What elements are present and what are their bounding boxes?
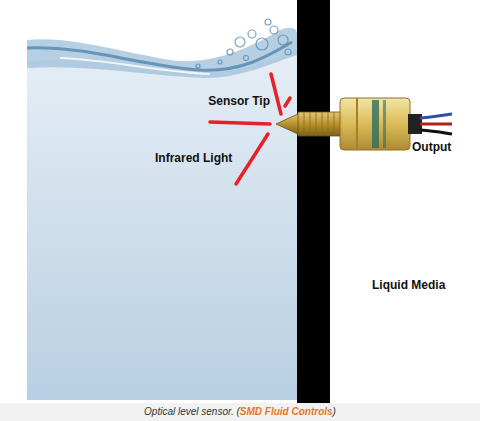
wire bbox=[420, 114, 452, 118]
housing-band bbox=[383, 100, 386, 148]
wave-highlight bbox=[60, 58, 210, 74]
thread bbox=[304, 112, 334, 136]
callout-label: Sensor Tip bbox=[208, 94, 270, 108]
sensor-housing bbox=[340, 98, 410, 150]
liquid bbox=[27, 50, 297, 400]
callout-label: Infrared Light bbox=[155, 151, 232, 165]
wave bbox=[27, 28, 297, 78]
callout-label: Output bbox=[412, 140, 451, 154]
sensor-cone bbox=[276, 113, 300, 135]
figure-caption: Optical level sensor. (SMD Fluid Control… bbox=[144, 406, 336, 418]
infrared-ray bbox=[210, 74, 290, 184]
bubbles bbox=[196, 19, 291, 68]
wire bbox=[420, 123, 452, 126]
housing-edge bbox=[356, 98, 358, 150]
wave-line bbox=[27, 42, 292, 70]
callout-label: Liquid Media bbox=[372, 278, 445, 292]
caption-band bbox=[0, 403, 480, 421]
sensor-shaft bbox=[298, 112, 342, 136]
cable-jacket bbox=[408, 114, 422, 134]
housing-band bbox=[372, 100, 379, 148]
wire bbox=[420, 130, 452, 134]
tank-wall bbox=[297, 0, 330, 403]
